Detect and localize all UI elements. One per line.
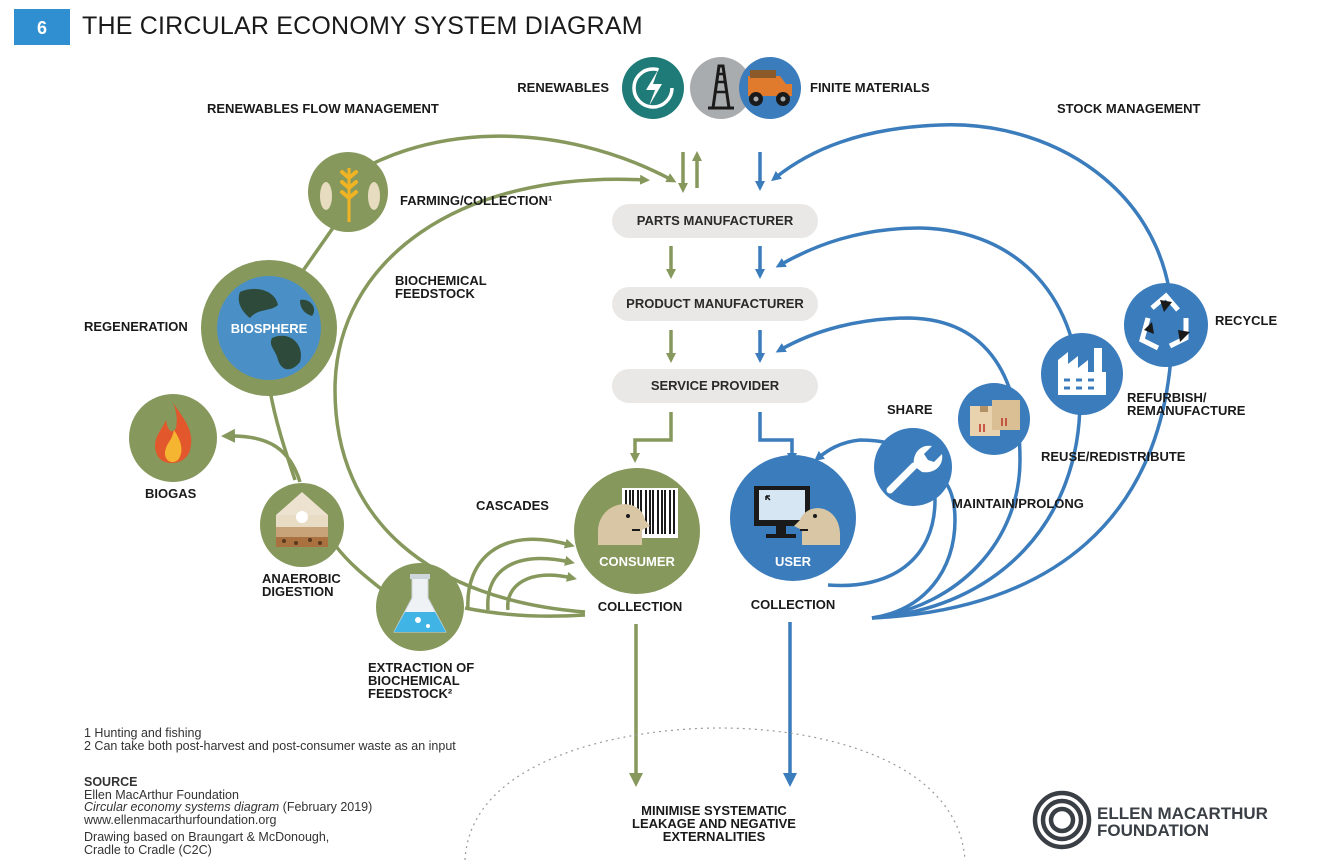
person-computer-icon [730,455,856,581]
globe-icon [201,260,337,396]
collection-to-extraction-line [464,606,586,618]
renewable-energy-icon [622,57,684,119]
maintain-arc [871,474,957,620]
source-line-3: www.ellenmacarthurfoundation.org [83,813,277,827]
cascade-arc-2 [486,556,575,611]
source-line-4: Drawing based on Braungart & McDonough, [84,830,329,844]
farming-to-biosphere-line [298,223,337,277]
leakage-line-2: LEAKAGE AND NEGATIVE [632,816,796,831]
biochemical-feedstock-label-2: FEEDSTOCK [395,286,476,301]
cascade-arc-1 [466,537,575,611]
source-line-5: Cradle to Cradle (C2C) [84,843,212,857]
source-line-2: Circular economy systems diagram (Februa… [84,800,372,814]
finite-materials-label: FINITE MATERIALS [810,80,930,95]
source-line-2-italic: Circular economy systems diagram [84,800,279,814]
user-label: USER [775,554,812,569]
regeneration-label: REGENERATION [84,319,188,334]
leakage-line-3: EXTERNALITIES [663,829,766,844]
biogas-label: BIOGAS [145,486,197,501]
source-heading: SOURCE [84,775,137,789]
extraction-label-1: EXTRACTION OF [368,660,474,675]
leakage-dashed-boundary [464,727,966,861]
farming-collection-label: FARMING/COLLECTION¹ [400,193,552,208]
consumer-collection-label: COLLECTION [598,599,683,614]
green-arrow-service-consumer [630,412,673,463]
person-barcode-icon [574,468,700,594]
user-collection-label: COLLECTION [751,597,836,612]
cascades-label: CASCADES [476,498,549,513]
footnote-1: 1 Hunting and fishing [84,726,201,740]
top-sources: RENEWABLES FINITE MATERIALS RENEWABLES F… [207,57,1201,119]
refurbish-arc [775,226,1082,620]
wheat-fish-icon [308,152,388,232]
anaerobic-to-biogas-arrow [221,428,302,483]
boxes-icon [958,383,1030,455]
product-manufacturer-box [612,287,818,321]
share-label: SHARE [887,402,933,417]
technical-cycle: USER COLLECTION SHARE MAINTAIN/PROLONG R… [730,283,1277,612]
footnote-2: 2 Can take both post-harvest and post-co… [84,739,456,753]
ellen-macarthur-logo: ELLEN MACARTHUR FOUNDATION [1032,790,1268,850]
value-chain: PARTS MANUFACTURER PRODUCT MANUFACTURER … [612,204,818,403]
anaerobic-digestion-label-1: ANAEROBIC [262,571,341,586]
refurbish-label-2: REMANUFACTURE [1127,403,1246,418]
cascade-arc-3 [506,571,577,611]
factory-icon [1041,333,1123,415]
header: 6 THE CIRCULAR ECONOMY SYSTEM DIAGRAM [14,9,643,45]
oil-rig-icon [690,57,752,119]
biosphere-to-anaerobic-line [268,389,297,481]
maintain-prolong-label: MAINTAIN/PROLONG [952,496,1084,511]
logo-line-1: ELLEN MACARTHUR [1097,804,1268,823]
flame-icon [129,394,217,482]
mining-truck-icon [739,57,801,119]
recycle-icon [1124,283,1208,367]
blue-arrow-service-user [758,412,797,463]
concentric-circles-logo-icon [1032,790,1092,850]
flask-icon [376,563,464,651]
service-provider-label: SERVICE PROVIDER [651,378,780,393]
product-manufacturer-label: PRODUCT MANUFACTURER [626,296,804,311]
recycle-arc [771,123,1175,620]
extraction-label-2: BIOCHEMICAL [368,673,460,688]
renewables-label: RENEWABLES [517,80,609,95]
wrench-icon [874,428,952,506]
soil-layers-icon [260,483,344,567]
anaerobic-digestion-label-2: DIGESTION [262,584,334,599]
parts-manufacturer-label: PARTS MANUFACTURER [637,213,794,228]
renewables-flow-management-label: RENEWABLES FLOW MANAGEMENT [207,101,439,116]
extraction-label-3: FEEDSTOCK² [368,686,453,701]
stock-management-label: STOCK MANAGEMENT [1057,101,1201,116]
logo-line-2: FOUNDATION [1097,821,1209,840]
leakage-label: MINIMISE SYSTEMATIC LEAKAGE AND NEGATIVE… [632,803,796,844]
source-line-2-rest: (February 2019) [279,800,372,814]
section-badge [14,9,70,45]
footnotes: 1 Hunting and fishing 2 Can take both po… [83,726,456,857]
source-line-1: Ellen MacArthur Foundation [84,788,239,802]
anaerobic-to-extraction-line [333,543,387,594]
reuse-redistribute-label: REUSE/REDISTRIBUTE [1041,449,1186,464]
section-badge-number: 6 [37,18,47,38]
leakage-line-1: MINIMISE SYSTEMATIC [641,803,787,818]
service-provider-box [612,369,818,403]
page-title: THE CIRCULAR ECONOMY SYSTEM DIAGRAM [82,12,643,40]
recycle-label: RECYCLE [1215,313,1277,328]
biosphere-label: BIOSPHERE [231,321,308,336]
refurbish-label-1: REFURBISH/ [1127,390,1207,405]
biological-cycle: FARMING/COLLECTION¹ BIOCHEMICAL FEEDSTOC… [84,152,700,701]
biochemical-feedstock-label-1: BIOCHEMICAL [395,273,487,288]
consumer-label: CONSUMER [599,554,675,569]
parts-manufacturer-box [612,204,818,238]
